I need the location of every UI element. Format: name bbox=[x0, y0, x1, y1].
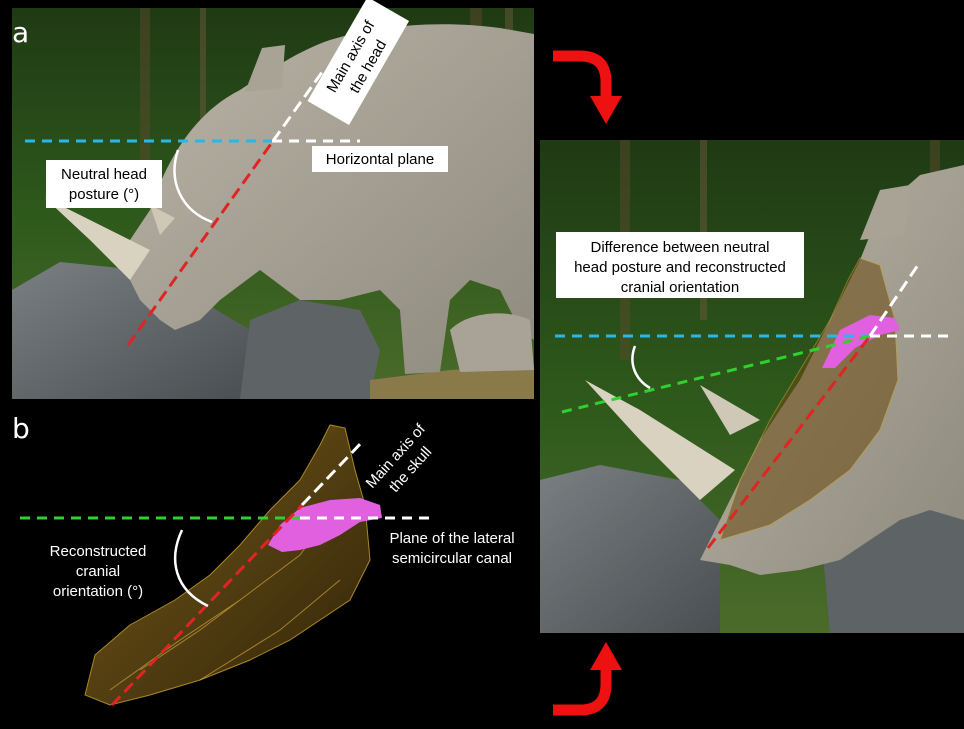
rhino-calf bbox=[450, 313, 534, 372]
panel-c bbox=[540, 140, 964, 633]
lsc-line1: Plane of the lateral bbox=[389, 530, 514, 547]
curved-arrow-up-icon bbox=[553, 642, 622, 710]
horizontal-plane-text: Horizontal plane bbox=[326, 151, 434, 168]
difference-label: Difference between neutral head posture … bbox=[556, 232, 804, 298]
horizontal-plane-label: Horizontal plane bbox=[312, 146, 448, 172]
panel-a-letter: a bbox=[12, 16, 29, 49]
difference-line3: cranial orientation bbox=[621, 279, 739, 296]
difference-line1: Difference between neutral bbox=[590, 239, 769, 256]
lsc-line2: semicircular canal bbox=[392, 550, 512, 567]
neutral-line2: posture (°) bbox=[69, 186, 139, 203]
recon-line2: cranial bbox=[76, 563, 120, 580]
recon-line3: orientation (°) bbox=[53, 583, 143, 600]
panel-b-letter: b bbox=[12, 412, 30, 445]
curved-arrow-down-icon bbox=[553, 56, 622, 124]
neutral-line1: Neutral head bbox=[61, 166, 147, 183]
recon-line1: Reconstructed bbox=[50, 543, 147, 560]
difference-line2: head posture and reconstructed bbox=[574, 259, 786, 276]
neutral-head-posture-label: Neutral head posture (°) bbox=[46, 160, 162, 208]
